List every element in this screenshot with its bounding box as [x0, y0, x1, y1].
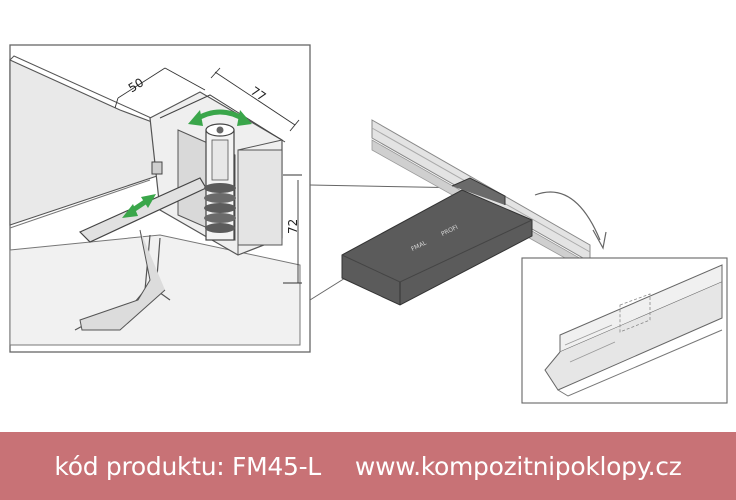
rotation-arrow-icon	[188, 109, 252, 126]
dimension-lines	[114, 67, 302, 284]
product-code: kód produktu: FM45-L	[54, 451, 321, 481]
website-link[interactable]: www.kompozitnipoklopy.cz	[354, 451, 682, 481]
dimension-72: 72	[286, 219, 300, 234]
hinge-pin-spring	[204, 123, 236, 241]
rail-assembly: FMAL PROFI	[341, 119, 607, 306]
callout-arrow	[534, 191, 601, 241]
dark-lock-part	[341, 189, 533, 306]
profile-detail-view	[521, 257, 728, 404]
footer-banner: kód produktu: FM45-L www.kompozitnipoklo…	[0, 432, 736, 500]
slide-arrow-icon	[122, 194, 156, 218]
technical-drawing: 50 77 72 FMAL PROFI	[9, 44, 728, 404]
dimension-50: 50	[126, 75, 146, 95]
hinge-detail-view: 50 77 72	[9, 44, 311, 353]
